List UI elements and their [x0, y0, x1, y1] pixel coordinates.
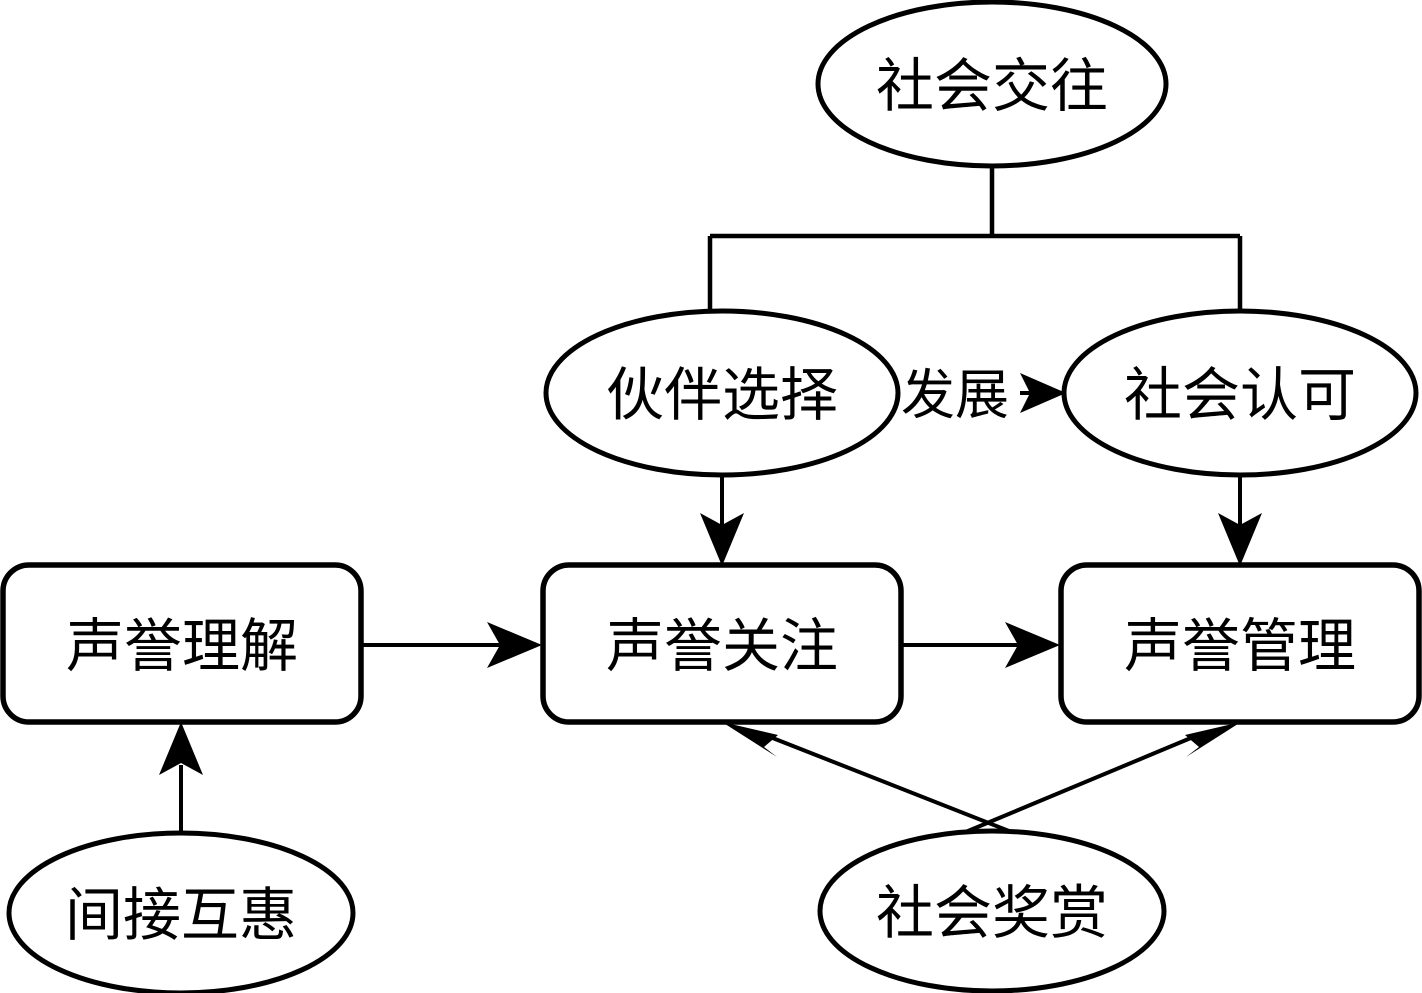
edge-partner-choice-to-social-approval: 发展 [890, 360, 1066, 428]
node-shape-rounded-rect [1058, 562, 1422, 725]
edge-reputation-concern-to-management [902, 622, 1060, 668]
node-shape-ellipse [543, 308, 901, 478]
node-indirect-reciprocity[interactable]: 间接互惠 [6, 830, 356, 993]
node-social-approval[interactable]: 社会认可 [1061, 308, 1419, 478]
node-label: 社会认可 [1124, 361, 1356, 429]
node-label: 伙伴选择 [606, 361, 838, 429]
node-shape-ellipse [817, 828, 1167, 993]
node-reputation-concern[interactable]: 声誉关注 [540, 562, 904, 725]
node-social-reward[interactable]: 社会奖赏 [817, 828, 1167, 993]
node-reputation-understanding[interactable]: 声誉理解 [0, 562, 364, 725]
node-social-interaction[interactable]: 社会交往 [815, 0, 1169, 169]
edge-label-backdrop [890, 360, 1020, 428]
arrow-head-icon [1020, 373, 1066, 413]
node-reputation-management[interactable]: 声誉管理 [1058, 562, 1422, 725]
node-shape-ellipse [1061, 308, 1419, 478]
node-label: 社会奖赏 [876, 879, 1108, 947]
node-label: 声誉关注 [606, 612, 838, 680]
edge-reputation-understanding-to-concern [362, 622, 542, 668]
edge-indirect-reciprocity-to-understanding [159, 722, 203, 833]
node-shape-ellipse [6, 830, 356, 993]
arrow-head-icon [487, 622, 542, 668]
node-shape-rounded-rect [540, 562, 904, 725]
arrow-head-icon [722, 722, 778, 757]
arrow-head-icon [159, 722, 203, 775]
node-label: 间接互惠 [65, 881, 297, 949]
edge-partner-choice-to-reputation-concern [700, 475, 744, 566]
node-shape-ellipse [815, 0, 1169, 169]
edge-label-develop: 发展 [901, 364, 1009, 427]
node-label: 声誉管理 [1124, 612, 1356, 680]
arrow-head-icon [1218, 513, 1262, 566]
node-partner-choice[interactable]: 伙伴选择 [543, 308, 901, 478]
arrow-head-icon [700, 513, 744, 566]
node-label: 声誉理解 [66, 612, 298, 680]
edge-social-interaction-bracket [707, 166, 1243, 332]
node-shape-rounded-rect [0, 562, 364, 725]
arrow-head-icon [1005, 622, 1060, 668]
node-label: 社会交往 [876, 52, 1108, 120]
arrow-head-icon [1185, 722, 1241, 757]
edge-social-approval-to-reputation-management [1218, 475, 1262, 566]
